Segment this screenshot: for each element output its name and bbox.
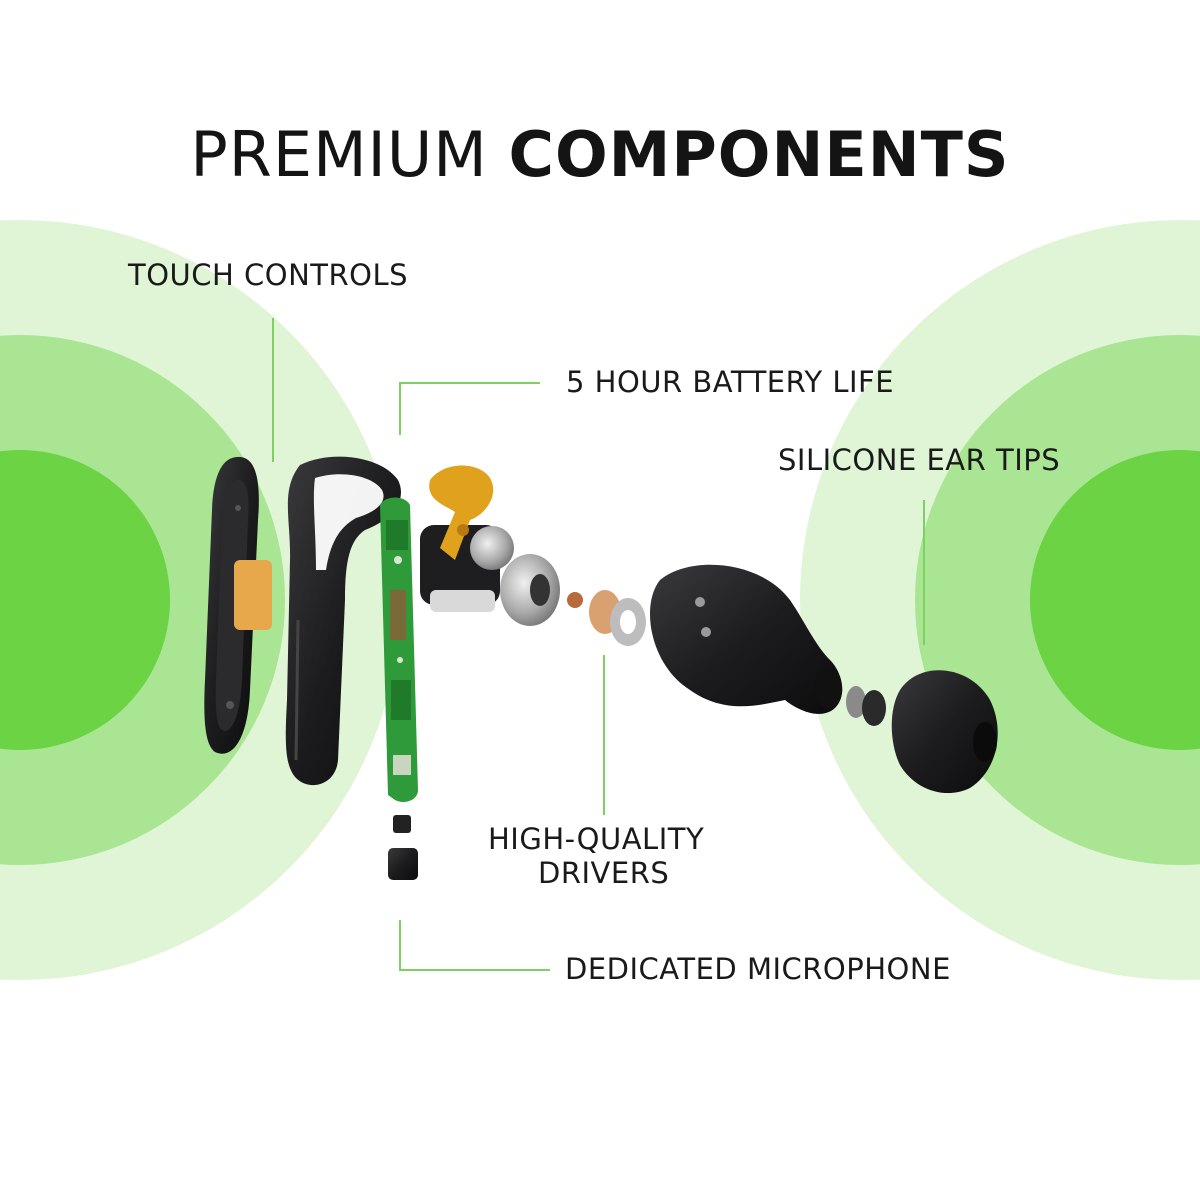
label-battery-life: 5 HOUR BATTERY LIFE bbox=[566, 365, 895, 399]
earbud-housing bbox=[285, 456, 402, 786]
touch-sensor-pad bbox=[234, 560, 272, 630]
battery-cell bbox=[420, 525, 514, 612]
leader-microphone bbox=[399, 920, 550, 971]
label-drivers-line2: DRIVERS bbox=[538, 856, 670, 890]
label-touch-controls: TOUCH CONTROLS bbox=[128, 258, 409, 292]
silicone-ear-tip bbox=[891, 670, 998, 794]
label-dedicated-microphone: DEDICATED MICROPHONE bbox=[565, 952, 951, 986]
right-ring-inner bbox=[1030, 450, 1200, 750]
touch-control-plate bbox=[204, 456, 272, 754]
title-light: PREMIUM bbox=[190, 118, 488, 191]
page-title: PREMIUM COMPONENTS bbox=[0, 118, 1200, 191]
label-drivers-line1: HIGH-QUALITY bbox=[488, 822, 705, 856]
speaker-driver bbox=[500, 554, 646, 646]
left-ring-inner bbox=[0, 450, 170, 750]
flex-cable bbox=[429, 465, 494, 560]
circuit-board bbox=[380, 497, 418, 802]
microphone-parts bbox=[388, 815, 418, 880]
leader-battery bbox=[399, 382, 540, 435]
mesh-filters bbox=[846, 686, 886, 726]
title-bold: COMPONENTS bbox=[508, 118, 1010, 191]
label-silicone-ear-tips: SILICONE EAR TIPS bbox=[778, 443, 1061, 477]
ear-nozzle-shell bbox=[650, 564, 843, 714]
